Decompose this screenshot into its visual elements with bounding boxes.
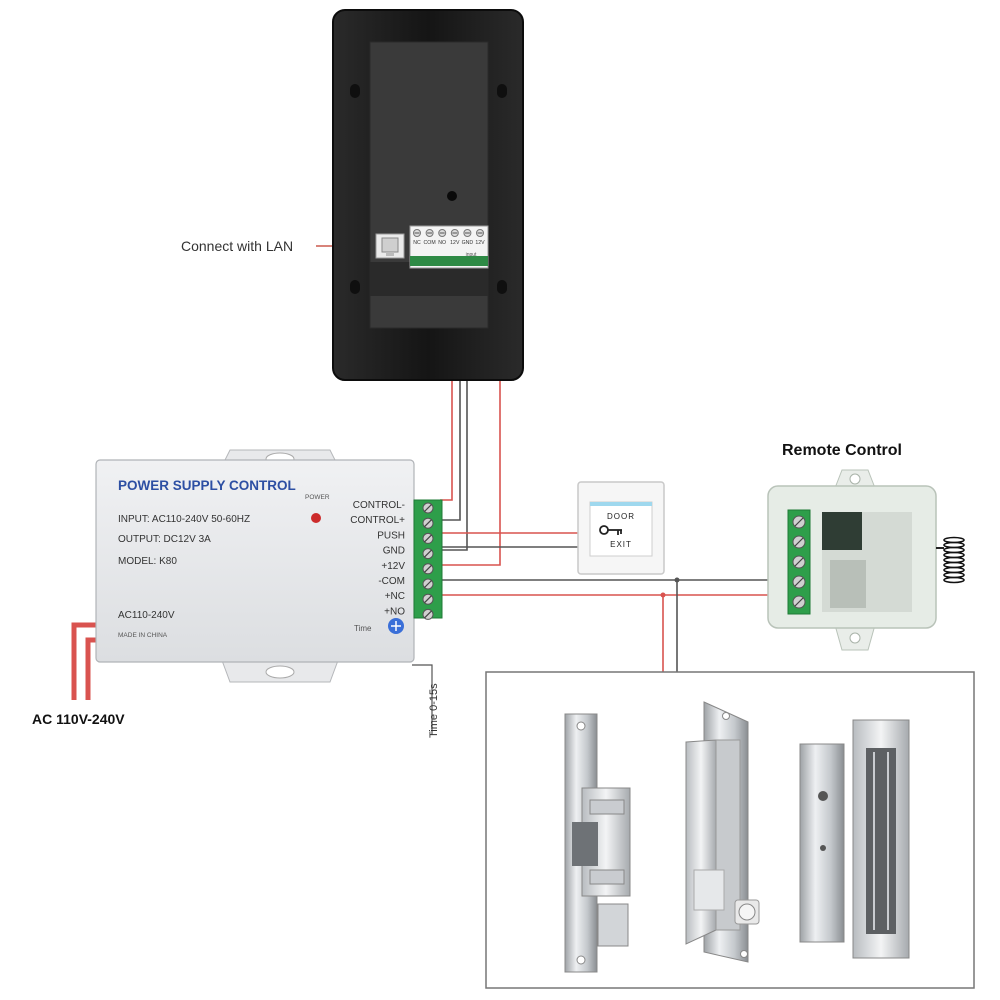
psu-ac: AC110-240V <box>118 610 175 621</box>
access-reader <box>332 9 524 381</box>
reader-terminal-label: 12V <box>450 240 460 246</box>
psu-terminal-label: CONTROL- <box>353 500 405 511</box>
time-pointer-line <box>412 664 433 735</box>
psu-input: INPUT: AC110-240V 50-60HZ <box>118 514 250 525</box>
reader-terminal-label: NC <box>413 240 421 246</box>
exit-button-bottom: EXIT <box>610 540 632 549</box>
antenna-icon <box>936 536 965 584</box>
reader-terminal-sub: input <box>466 252 477 258</box>
reader-terminal-label: 12V <box>475 240 485 246</box>
psu-terminal-label: PUSH <box>377 530 405 541</box>
power-supply <box>95 449 443 683</box>
psu-time-label: Time <box>354 624 372 633</box>
psu-terminal-label: -COM <box>378 576 405 587</box>
lan-label: Connect with LAN <box>181 238 293 254</box>
key-icon <box>599 525 622 535</box>
remote-receiver <box>767 469 965 651</box>
psu-terminal-labels: CONTROL- CONTROL+ PUSH GND +12V -COM +NC +NO <box>350 500 405 617</box>
psu-model: MODEL: K80 <box>118 556 177 567</box>
reader-terminal-block <box>409 225 489 269</box>
exit-button-top: DOOR <box>607 512 635 521</box>
psu-made-in: MADE IN CHINA <box>118 632 168 639</box>
psu-power-led-label: POWER <box>305 494 330 501</box>
psu-terminal-label: +NC <box>385 591 405 602</box>
wire-ac-1 <box>71 622 98 700</box>
lan-port-icon <box>375 233 405 259</box>
psu-terminal-label: +NO <box>384 606 405 617</box>
wire-ac-2 <box>85 637 98 700</box>
psu-output: OUTPUT: DC12V 3A <box>118 534 211 545</box>
magnetic-lock <box>799 719 910 959</box>
reader-terminal-label: NO <box>438 240 446 246</box>
psu-title: POWER SUPPLY CONTROL <box>118 478 296 493</box>
psu-terminal-label: +12V <box>381 561 405 572</box>
drop-bolt-lock <box>685 701 760 963</box>
electric-strike-lock <box>564 713 631 973</box>
psu-terminal-label: CONTROL+ <box>350 515 405 526</box>
ac-input-label: AC 110V-240V <box>32 711 125 727</box>
reader-terminal-label: COM <box>424 240 436 246</box>
time-label: Time 0-15s <box>428 683 440 738</box>
exit-button <box>577 481 665 575</box>
reader-terminal-label: GND <box>462 240 474 246</box>
remote-control-label: Remote Control <box>782 442 902 459</box>
psu-terminal-label: GND <box>383 546 405 557</box>
time-knob-icon <box>388 618 404 634</box>
